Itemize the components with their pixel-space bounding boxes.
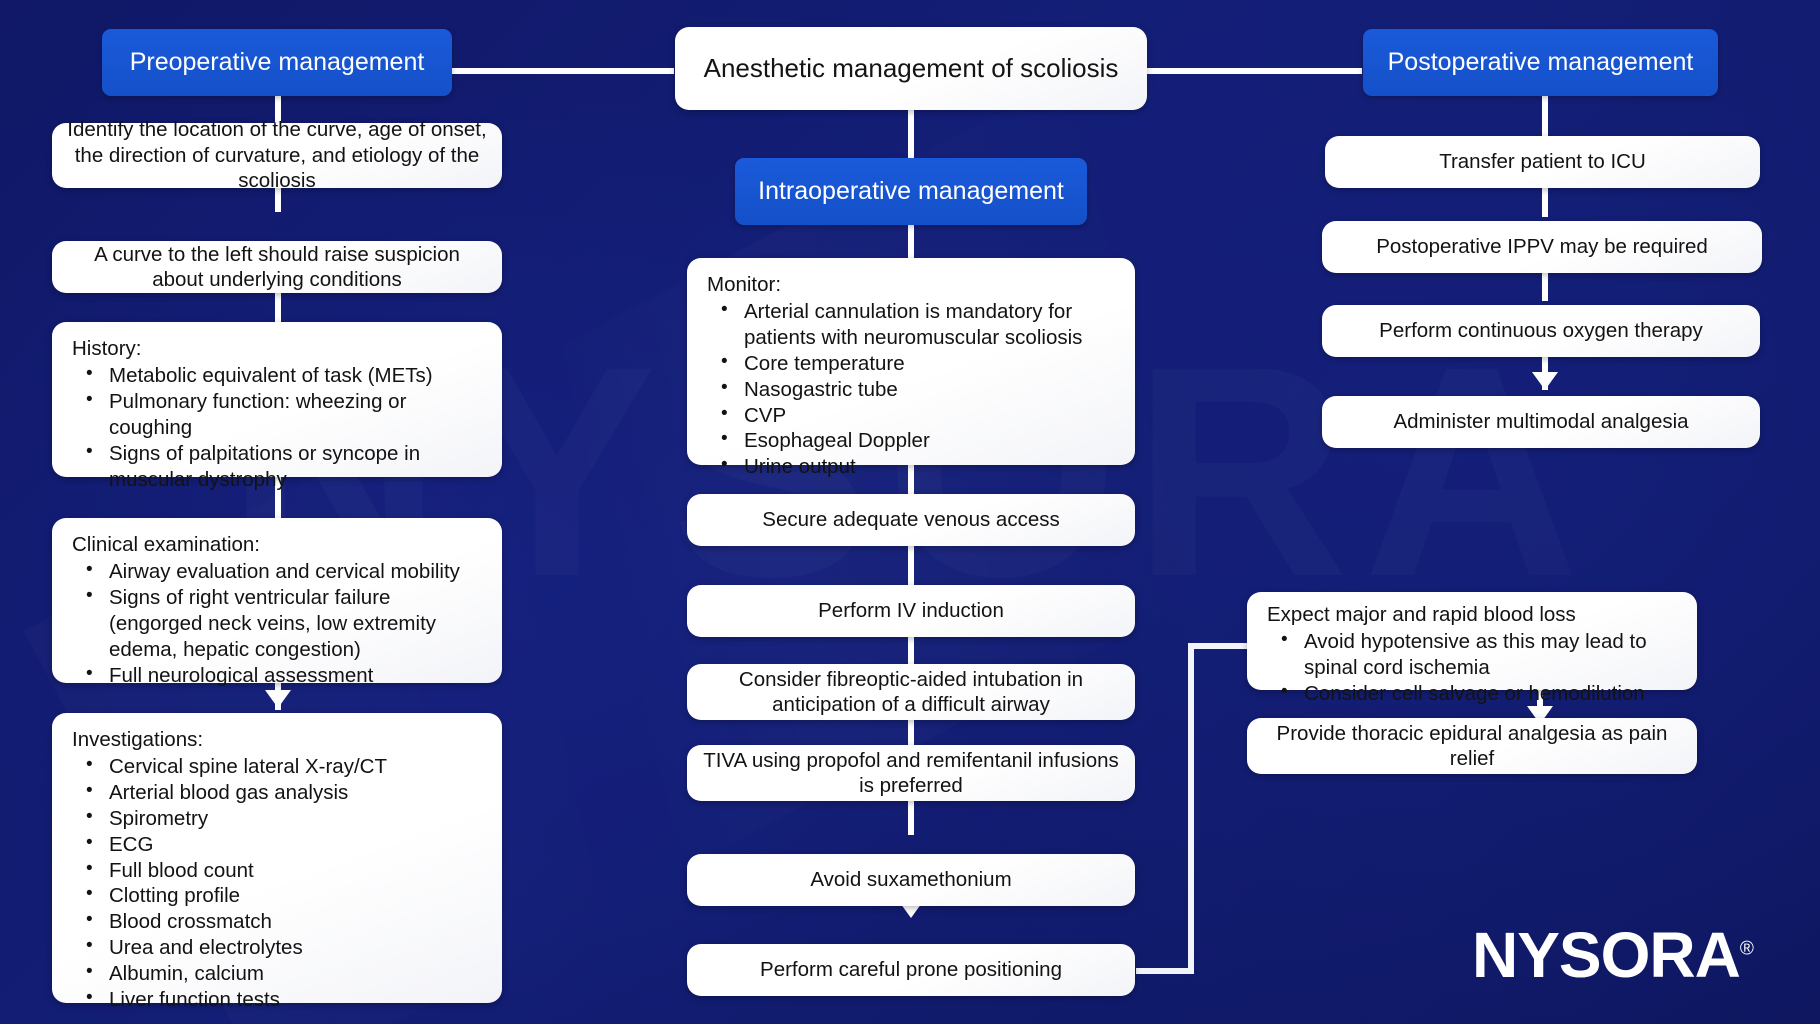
node-thoracic-epidural[interactable]: Provide thoracic epidural analgesia as p… [1247,718,1697,774]
connector-intraop-5 [908,714,914,748]
node-monitor[interactable]: Monitor: Arterial cannulation is mandato… [687,258,1135,478]
node-blood-loss-bullets: Avoid hypotensive as this may lead to sp… [1267,628,1681,707]
arrow-postop-to-analgesia [1532,372,1558,390]
connector-intraop-2 [908,464,914,498]
list-item: Albumin, calcium [72,960,486,987]
node-iv-induction-text: Perform IV induction [818,599,1004,623]
header-intraoperative-management[interactable]: Intraoperative management [735,158,1087,225]
list-item: Clotting profile [72,882,486,909]
connector-intraop-3 [908,543,914,589]
connector-preop-2 [275,186,281,212]
list-item: Cervical spine lateral X-ray/CT [72,753,486,780]
node-monitor-lead: Monitor: [707,273,782,296]
node-transfer-icu[interactable]: Transfer patient to ICU [1325,136,1760,188]
connector-prone-elbow-horizontal [1136,968,1194,974]
page-title: Anesthetic management of scoliosis [703,53,1119,84]
connector-preop-4 [275,475,281,520]
node-postop-ippv[interactable]: Postoperative IPPV may be required [1322,221,1762,273]
node-blood-loss-lead: Expect major and rapid blood loss [1267,603,1576,626]
node-multimodal-analgesia[interactable]: Administer multimodal analgesia [1322,396,1760,448]
connector-postop-1 [1542,95,1548,138]
node-investigations[interactable]: Investigations: Cervical spine lateral X… [52,713,502,1011]
connector-title-to-postop [1146,68,1362,74]
node-venous-access-text: Secure adequate venous access [762,508,1060,532]
list-item: Arterial blood gas analysis [72,779,486,806]
connector-prone-elbow-top [1188,643,1263,649]
node-identify-curve-text: Identify the location of the curve, age … [67,118,487,193]
node-monitor-bullets: Arterial cannulation is mandatory for pa… [707,298,1119,480]
header-preoperative-management[interactable]: Preoperative management [102,29,452,96]
node-curve-left-suspicion[interactable]: A curve to the left should raise suspici… [52,241,502,293]
list-item: ECG [72,831,486,858]
list-item: Nasogastric tube [707,376,1119,403]
list-item: Liver function tests [72,986,486,1013]
connector-intraop-6 [908,793,914,835]
header-intraoperative-label: Intraoperative management [758,177,1064,206]
list-item: Esophageal Doppler [707,427,1119,454]
title-box: Anesthetic management of scoliosis [675,27,1147,110]
node-tiva-text: TIVA using propofol and remifentanil inf… [703,748,1119,797]
list-item: Blood crossmatch [72,908,486,935]
list-item: Avoid hypotensive as this may lead to sp… [1267,628,1681,681]
list-item: CVP [707,402,1119,429]
list-item: Signs of right ventricular failure (engo… [72,584,486,663]
registered-trademark-icon: ® [1739,938,1754,960]
node-investigations-bullets: Cervical spine lateral X-ray/CT Arterial… [72,753,486,1013]
node-clinical-examination-lead: Clinical examination: [72,533,261,556]
connector-title-to-intraop [908,110,914,159]
node-oxygen-therapy-text: Perform continuous oxygen therapy [1379,319,1703,343]
node-clinical-examination[interactable]: Clinical examination: Airway evaluation … [52,518,502,687]
node-transfer-icu-text: Transfer patient to ICU [1439,150,1646,174]
node-iv-induction[interactable]: Perform IV induction [687,585,1135,637]
node-oxygen-therapy[interactable]: Perform continuous oxygen therapy [1322,305,1760,357]
node-prone-positioning[interactable]: Perform careful prone positioning [687,944,1135,996]
list-item: Airway evaluation and cervical mobility [72,558,486,585]
node-avoid-suxamethonium-text: Avoid suxamethonium [810,868,1012,892]
connector-prone-elbow-vertical [1188,643,1194,974]
header-postoperative-management[interactable]: Postoperative management [1363,29,1718,96]
header-postoperative-label: Postoperative management [1387,48,1694,77]
list-item: Full neurological assessment [72,662,486,689]
list-item: Consider cell salvage or hemodilution [1267,680,1681,707]
node-identify-curve[interactable]: Identify the location of the curve, age … [52,118,502,192]
list-item: Metabolic equivalent of task (METs) [72,362,486,389]
connector-preop-to-title [392,68,674,74]
node-multimodal-analgesia-text: Administer multimodal analgesia [1393,410,1689,434]
node-tiva[interactable]: TIVA using propofol and remifentanil inf… [687,745,1135,801]
node-postop-ippv-text: Postoperative IPPV may be required [1376,235,1708,259]
connector-preop-1 [275,95,281,123]
connector-intraop-4 [908,621,914,668]
connector-postop-2 [1542,188,1548,217]
node-history-lead: History: [72,337,142,360]
node-history[interactable]: History: Metabolic equivalent of task (M… [52,322,502,491]
node-prone-positioning-text: Perform careful prone positioning [760,958,1062,982]
connector-postop-3 [1542,272,1548,301]
node-thoracic-epidural-text: Provide thoracic epidural analgesia as p… [1276,721,1668,770]
list-item: Signs of palpitations or syncope in musc… [72,440,486,493]
node-investigations-lead: Investigations: [72,728,204,751]
node-venous-access[interactable]: Secure adequate venous access [687,494,1135,546]
node-history-bullets: Metabolic equivalent of task (METs) Pulm… [72,362,486,493]
nysora-logo: NYSORA® [1472,918,1754,992]
header-preoperative-label: Preoperative management [129,48,425,77]
node-fibreoptic-intubation[interactable]: Consider fibreoptic-aided intubation in … [687,664,1135,720]
list-item: Urine output [707,453,1119,480]
node-avoid-suxamethonium[interactable]: Avoid suxamethonium [687,854,1135,906]
list-item: Core temperature [707,350,1119,377]
list-item: Arterial cannulation is mandatory for pa… [707,298,1119,351]
list-item: Pulmonary function: wheezing or coughing [72,388,486,441]
list-item: Urea and electrolytes [72,934,486,961]
connector-intraop-1 [908,225,914,260]
node-clinical-examination-bullets: Airway evaluation and cervical mobility … [72,558,486,689]
list-item: Full blood count [72,857,486,884]
nysora-logo-text: NYSORA [1472,919,1741,991]
node-blood-loss[interactable]: Expect major and rapid blood loss Avoid … [1247,592,1697,705]
list-item: Spirometry [72,805,486,832]
arrow-preop-to-investigations [265,690,291,708]
node-curve-left-suspicion-text: A curve to the left should raise suspici… [94,242,460,291]
node-fibreoptic-intubation-text: Consider fibreoptic-aided intubation in … [738,667,1084,716]
